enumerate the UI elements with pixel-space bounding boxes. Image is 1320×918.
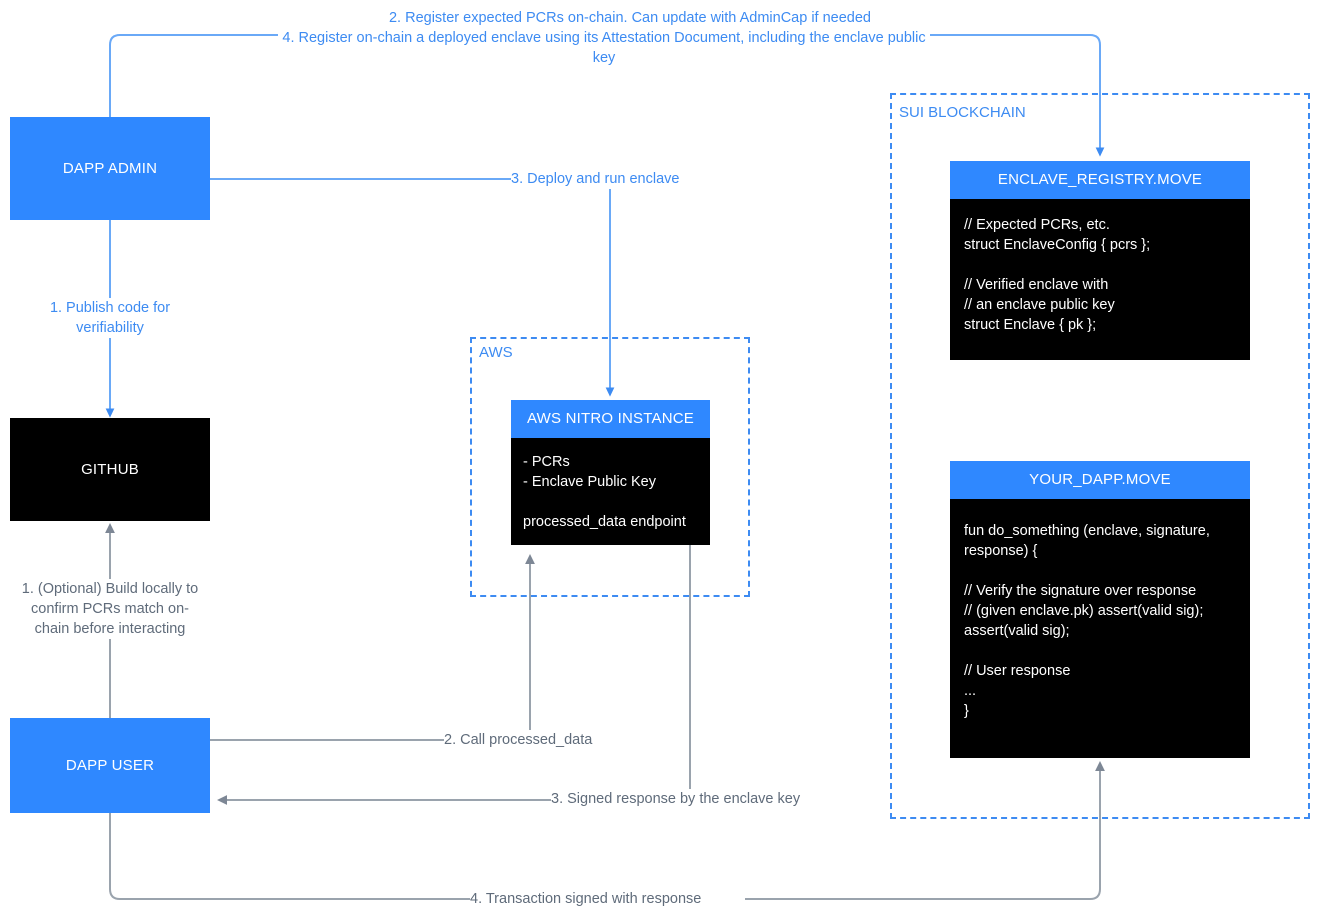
card-your-dapp-move-title: YOUR_DAPP.MOVE (950, 461, 1250, 499)
edge-label-deploy-enclave: 3. Deploy and run enclave (511, 169, 711, 189)
group-aws (470, 337, 750, 597)
node-dapp-admin-label: DAPP ADMIN (62, 160, 158, 177)
card-enclave-registry-move[interactable]: ENCLAVE_REGISTRY.MOVE // Expected PCRs, … (950, 161, 1250, 360)
node-dapp-admin[interactable]: DAPP ADMIN (10, 117, 210, 220)
edge-label-transaction-signed: 4. Transaction signed with response (470, 889, 745, 909)
card-enclave-registry-move-body: // Expected PCRs, etc. struct EnclaveCon… (964, 217, 1151, 333)
group-sui-blockchain (890, 93, 1310, 819)
edge-label-signed-response: 3. Signed response by the enclave key (551, 789, 841, 809)
edge-label-build-locally: 1. (Optional) Build locally to confirm P… (15, 579, 205, 639)
node-github-label: GITHUB (81, 461, 139, 478)
group-aws-label: AWS (476, 344, 517, 361)
card-aws-nitro-instance-body: - PCRs - Enclave Public Key processed_da… (523, 454, 686, 530)
node-dapp-user-label: DAPP USER (65, 757, 155, 774)
card-aws-nitro-instance-title: AWS NITRO INSTANCE (511, 400, 710, 438)
edge-label-register-enclave: 4. Register on-chain a deployed enclave … (278, 28, 930, 68)
edge-label-call-processed-data: 2. Call processed_data (444, 730, 624, 750)
card-your-dapp-move-body: fun do_something (enclave, signature, re… (964, 523, 1210, 719)
edge-label-register-pcrs: 2. Register expected PCRs on-chain. Can … (290, 8, 970, 28)
card-enclave-registry-move-title: ENCLAVE_REGISTRY.MOVE (950, 161, 1250, 199)
card-aws-nitro-instance[interactable]: AWS NITRO INSTANCE - PCRs - Enclave Publ… (511, 400, 710, 545)
card-your-dapp-move[interactable]: YOUR_DAPP.MOVE fun do_something (enclave… (950, 461, 1250, 758)
node-github[interactable]: GITHUB (10, 418, 210, 521)
node-dapp-user[interactable]: DAPP USER (10, 718, 210, 813)
group-sui-blockchain-label: SUI BLOCKCHAIN (896, 104, 1030, 121)
edge-label-publish-code: 1. Publish code for verifiability (20, 298, 200, 338)
